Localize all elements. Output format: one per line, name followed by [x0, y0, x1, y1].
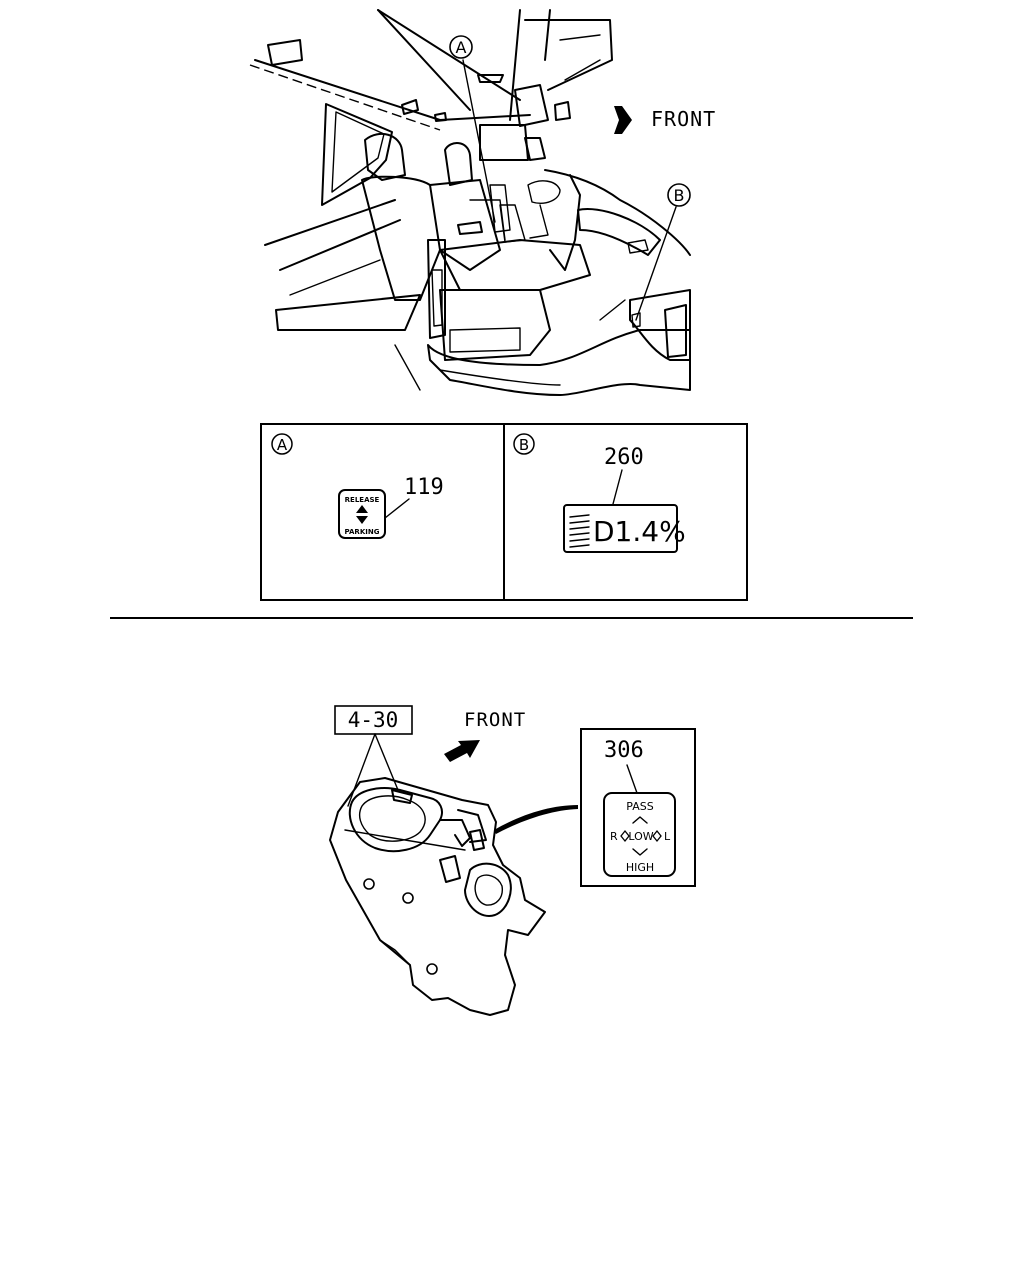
part-number-119: 119 — [404, 475, 444, 500]
dimmer-switch-label-plate — [603, 792, 676, 877]
callout-b-letter: B — [674, 186, 685, 205]
arrow-right-icon — [614, 106, 632, 134]
leader-line-306 — [626, 764, 638, 794]
callout-a-letter: A — [456, 38, 467, 57]
front-label-bottom: FRONT — [464, 709, 526, 731]
detail-b-callout: B — [519, 436, 529, 454]
label-high: HIGH — [626, 861, 654, 874]
part-number-260: 260 — [604, 445, 644, 470]
label-r: R — [610, 830, 618, 843]
detail-306: 306 PASS R LOW L HIGH — [580, 728, 696, 887]
ref-label: 4-30 — [348, 708, 399, 732]
cab-interior-illustration — [249, 9, 691, 396]
part-number-306: 306 — [604, 738, 644, 763]
up-down-arrows-icon — [356, 505, 368, 524]
detail-a: A 119 RELEASE PARKING — [271, 433, 444, 539]
leader-line-119 — [384, 498, 410, 519]
parking-brake-label-plate — [338, 489, 386, 539]
diamond-left-icon — [620, 829, 630, 843]
callout-a-marker: A — [449, 35, 473, 59]
detail-a-callout: A — [277, 436, 288, 454]
front-arrow-top: FRONT — [614, 106, 716, 134]
label-low: LOW — [628, 830, 653, 843]
connection-curve — [494, 805, 578, 834]
arrow-diagonal-icon — [444, 740, 480, 762]
leader-line-260 — [612, 469, 623, 505]
chevron-up-icon — [632, 816, 648, 824]
label-l: L — [664, 830, 671, 843]
label-parking: PARKING — [345, 528, 380, 536]
label-d14: D1.4% — [593, 515, 686, 548]
front-label-top: FRONT — [651, 107, 716, 131]
detail-b: B 260 D1.4% — [513, 433, 686, 553]
label-pass: PASS — [626, 800, 653, 813]
headlamp-aim-label-plate — [563, 504, 678, 553]
chevron-down-icon — [632, 848, 648, 856]
detail-box — [260, 423, 748, 601]
label-release: RELEASE — [345, 496, 380, 504]
callout-b-marker: B — [667, 183, 691, 207]
combination-switch-housing — [329, 777, 578, 1016]
front-arrow-bottom: FRONT — [444, 709, 526, 762]
diamond-right-icon — [652, 829, 662, 843]
headlamp-beam-icon — [569, 514, 590, 548]
